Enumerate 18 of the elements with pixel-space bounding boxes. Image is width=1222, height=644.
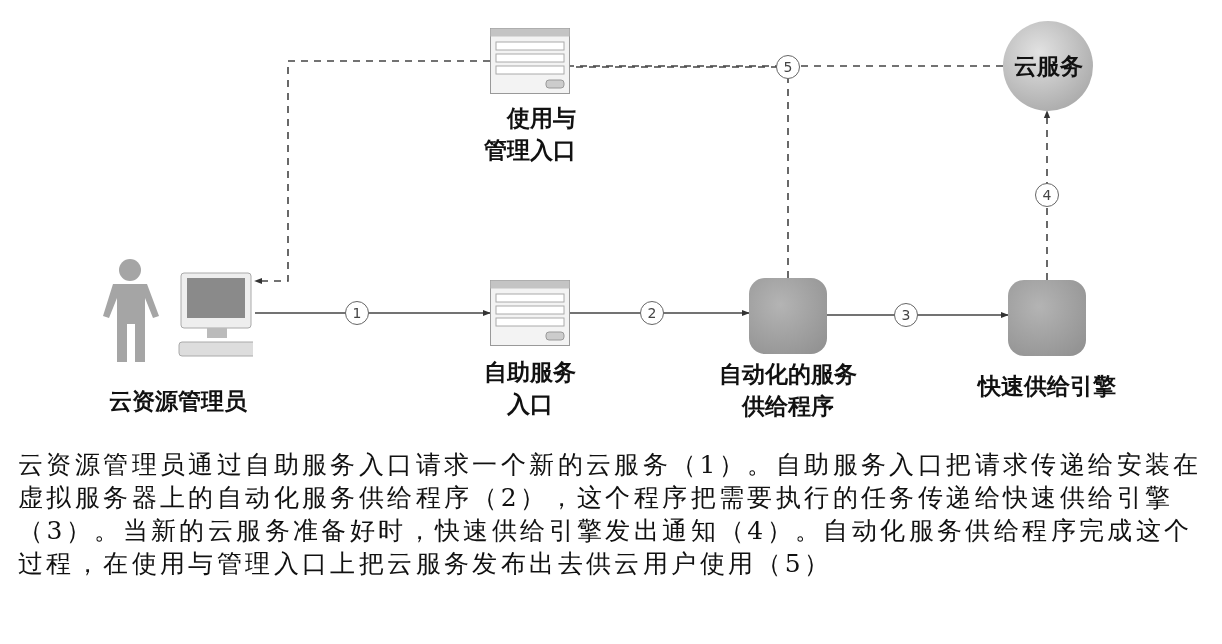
arrow xyxy=(569,309,750,317)
node-label: 自助服务入口 xyxy=(483,358,577,420)
arrow xyxy=(826,311,1009,319)
caption: 云资源管理员通过自助服务入口请求一个新的云服务（1）。自助服务入口把请求传递给安装在虚拟服务器上的自动化服务供给程序（2），这个程序把需要执行的任务传递给快速供给引擎（3）。当新的云服务准备好时，快速供给引擎发出通知（4）。自动化服务供给程序完成这个过程，在使用与管理入口上把云服务发布出去供云用户使用（5） xyxy=(18,449,1203,580)
node-label: 使用与管理入口 xyxy=(483,104,577,166)
edge-label: 4 xyxy=(1035,183,1059,207)
arrow xyxy=(254,60,491,285)
node-label: 快速供给引擎 xyxy=(978,372,1116,401)
arrow xyxy=(254,309,491,317)
edge-label: 1 xyxy=(345,301,369,325)
node-label: 云服务 xyxy=(1013,51,1083,81)
edge-label: 2 xyxy=(640,301,664,325)
edge-label: 5 xyxy=(776,55,800,79)
node-label: 云资源管理员 xyxy=(108,387,247,416)
arrow xyxy=(1043,110,1051,281)
connector-line xyxy=(569,65,1004,67)
edge-label: 3 xyxy=(894,303,918,327)
node-label: 自动化的服务供给程序 xyxy=(718,360,858,422)
